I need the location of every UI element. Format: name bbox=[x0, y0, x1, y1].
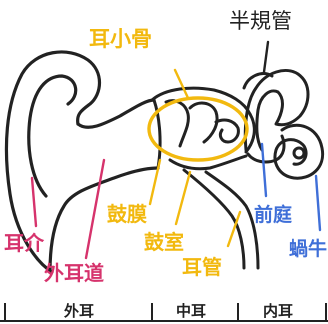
ossicles-highlight-ellipse bbox=[147, 96, 249, 162]
cochlea-label: 蝸牛 bbox=[289, 237, 327, 260]
middle-ear-region-label: 中耳 bbox=[176, 302, 206, 320]
tympanic-cavity-pointer bbox=[174, 170, 192, 226]
cochlea-center-spiral bbox=[292, 146, 306, 160]
outer-ear-outline bbox=[4, 50, 160, 274]
eardrum-label: 鼓膜 bbox=[107, 202, 147, 226]
auricle-pointer bbox=[30, 176, 38, 228]
incus-shape bbox=[188, 101, 219, 144]
vestibule-pointer bbox=[260, 142, 268, 198]
region-scale bbox=[0, 303, 328, 322]
tympanic-cavity-floor bbox=[168, 154, 248, 171]
ear-canal-label: 外耳道 bbox=[44, 261, 104, 285]
cochlea-outer-shape bbox=[273, 124, 325, 180]
ear-canal-bottom-wall bbox=[48, 166, 160, 274]
tympanic-cavity-label: 鼓室 bbox=[144, 230, 184, 254]
vestibule-label: 前庭 bbox=[254, 203, 292, 226]
ear-canal-top-wall bbox=[76, 98, 156, 129]
pointer-lines bbox=[30, 40, 322, 260]
semicircular-canals-pointer bbox=[262, 40, 270, 74]
inner-ear-region-label: 内耳 bbox=[263, 302, 293, 320]
eustachian-tube-front bbox=[182, 168, 246, 270]
ossicles-label: 耳小骨 bbox=[89, 27, 152, 51]
eardrum-pointer bbox=[148, 158, 162, 206]
semicircular-canals-label: 半規管 bbox=[229, 9, 292, 33]
semicircular-canal-loop bbox=[242, 72, 274, 90]
ear-canal-pointer bbox=[84, 158, 106, 260]
semicircular-canals-shape bbox=[243, 69, 310, 152]
eustachian-tube-pointer bbox=[226, 210, 242, 248]
auricle-inner-fold bbox=[27, 74, 78, 198]
tympanic-cavity-shape bbox=[150, 86, 256, 154]
auricle-shape bbox=[4, 50, 102, 274]
stapes-shape bbox=[214, 118, 240, 144]
ossicles-pointer bbox=[173, 68, 190, 100]
eustachian-tube-back bbox=[204, 170, 260, 270]
auricle-label: 耳介 bbox=[4, 231, 45, 255]
eustachian-tube-label: 耳管 bbox=[182, 255, 222, 279]
cochlea-pointer bbox=[314, 174, 322, 232]
outer-ear-region-label: 外耳 bbox=[63, 302, 94, 320]
malleus-shape bbox=[164, 99, 190, 148]
inner-ear-outline bbox=[242, 69, 325, 180]
